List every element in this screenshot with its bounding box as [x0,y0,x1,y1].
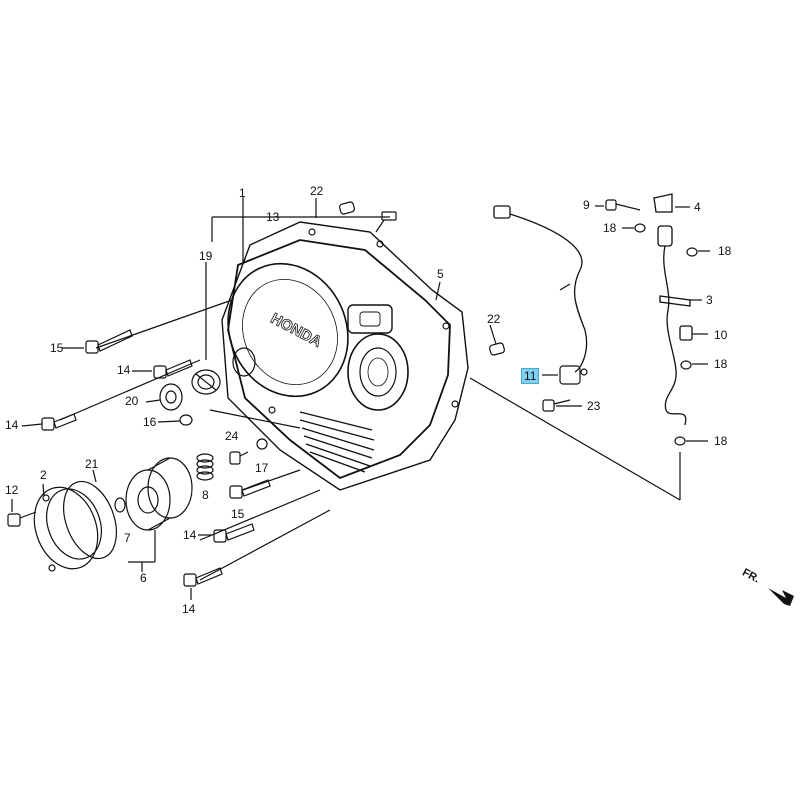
label-24: 24 [225,429,239,443]
bolt-15a [85,329,133,354]
spring-8 [196,453,214,481]
label-14b: 14 [5,418,19,432]
label-20: 20 [125,394,139,408]
cooling-fins [299,411,375,473]
crankcase-cover [227,239,451,480]
label-18d: 18 [714,434,728,448]
label-2: 2 [40,468,47,482]
label-7: 7 [124,531,131,545]
label-21: 21 [85,457,99,471]
label-4: 4 [694,200,701,214]
bolt-24 [229,451,249,465]
bolt-12 [7,511,37,527]
harness-3 [493,205,588,373]
label-23: 23 [587,399,601,413]
label-17: 17 [255,461,269,475]
bolt-14c [213,523,255,543]
label-1: 1 [239,186,246,200]
label-5: 5 [437,267,444,281]
label-18a: 18 [603,221,617,235]
label-19: 19 [199,249,213,263]
label-14a: 14 [117,363,131,377]
label-11-highlighted[interactable]: 11 [521,368,540,384]
filter-boss [347,333,409,411]
bearing-19 [191,369,221,395]
washer-18a [634,223,646,233]
label-3: 3 [706,293,713,307]
washer-18b [686,247,698,257]
o-ring-7 [114,497,126,513]
bolt-23 [542,399,571,412]
washer-17 [256,438,268,450]
bolt-14a [153,359,193,379]
gasket [221,221,469,491]
seal-20 [159,383,183,411]
label-8: 8 [202,488,209,502]
label-15b: 15 [231,507,245,521]
bolt-13 [375,211,397,233]
label-16: 16 [143,415,157,429]
oil-filter-6 [125,457,193,531]
label-12: 12 [5,483,19,497]
cable-right [653,193,693,426]
label-22b: 22 [487,312,501,326]
bolt-14d [183,567,223,587]
front-arrow-icon [768,588,794,606]
label-18b: 18 [718,244,732,258]
bolt-15b [229,479,271,499]
label-14d: 14 [182,602,196,616]
label-13: 13 [266,210,280,224]
label-18c: 18 [714,357,728,371]
dowel-22b [489,342,505,356]
label-10: 10 [714,328,728,342]
label-9: 9 [583,198,590,212]
washer-16 [179,414,193,426]
label-14c: 14 [183,528,197,542]
filter-cover-2 [33,486,102,572]
dowel-22a [339,201,355,215]
bolt-9 [605,199,641,211]
clutch-dome [227,262,349,398]
bolt-14b [41,413,77,431]
label-6: 6 [140,571,147,585]
label-22a: 22 [310,184,324,198]
washer-18d [674,436,686,446]
sensor-11 [559,365,588,385]
washer-18c [680,360,692,370]
cover-brand-text: HONDA [268,310,325,351]
label-15a: 15 [50,341,64,355]
gasket-21 [63,480,117,560]
